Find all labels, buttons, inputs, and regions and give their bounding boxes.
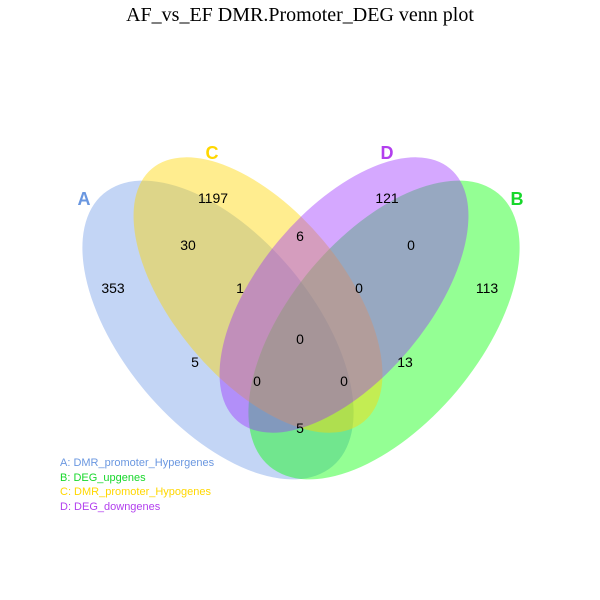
set-d-label: D — [381, 143, 394, 163]
region-count-d-only: 121 — [375, 190, 399, 206]
set-a-ellipse — [82, 180, 354, 480]
region-count-ab: 5 — [296, 420, 304, 436]
region-count-bd: 0 — [407, 237, 415, 253]
legend-item-d: D: DEG_downgenes — [60, 500, 161, 513]
region-count-c-only: 1197 — [198, 190, 228, 206]
region-count-a-only: 353 — [101, 280, 125, 296]
legend-item-a: A: DMR_promoter_Hypergenes — [60, 457, 215, 469]
region-count-abcd: 0 — [296, 331, 304, 347]
region-count-abd: 0 — [253, 373, 261, 389]
region-count-acd: 1 — [236, 280, 244, 296]
legend-item-b: B: DEG_upgenes — [60, 471, 146, 484]
set-b-label: B — [511, 189, 524, 209]
region-count-ad: 5 — [191, 354, 199, 370]
region-count-bc: 13 — [397, 354, 413, 370]
region-count-ac: 30 — [180, 237, 196, 253]
region-count-b-only: 113 — [476, 280, 499, 296]
legend-item-c: C: DMR_promoter_Hypogenes — [60, 486, 212, 498]
set-d-ellipse — [219, 157, 469, 433]
region-count-abc: 0 — [340, 373, 348, 389]
set-b-ellipse — [248, 180, 520, 480]
set-c-label: C — [206, 143, 219, 163]
region-count-cd: 6 — [296, 228, 304, 244]
plot-title: AF_vs_EF DMR.Promoter_DEG venn plot — [126, 4, 474, 26]
set-a-label: A — [78, 189, 91, 209]
region-count-bcd: 0 — [355, 280, 363, 296]
set-c-ellipse — [133, 157, 383, 433]
legend: A: DMR_promoter_Hypergenes B: DEG_upgene… — [60, 456, 214, 514]
